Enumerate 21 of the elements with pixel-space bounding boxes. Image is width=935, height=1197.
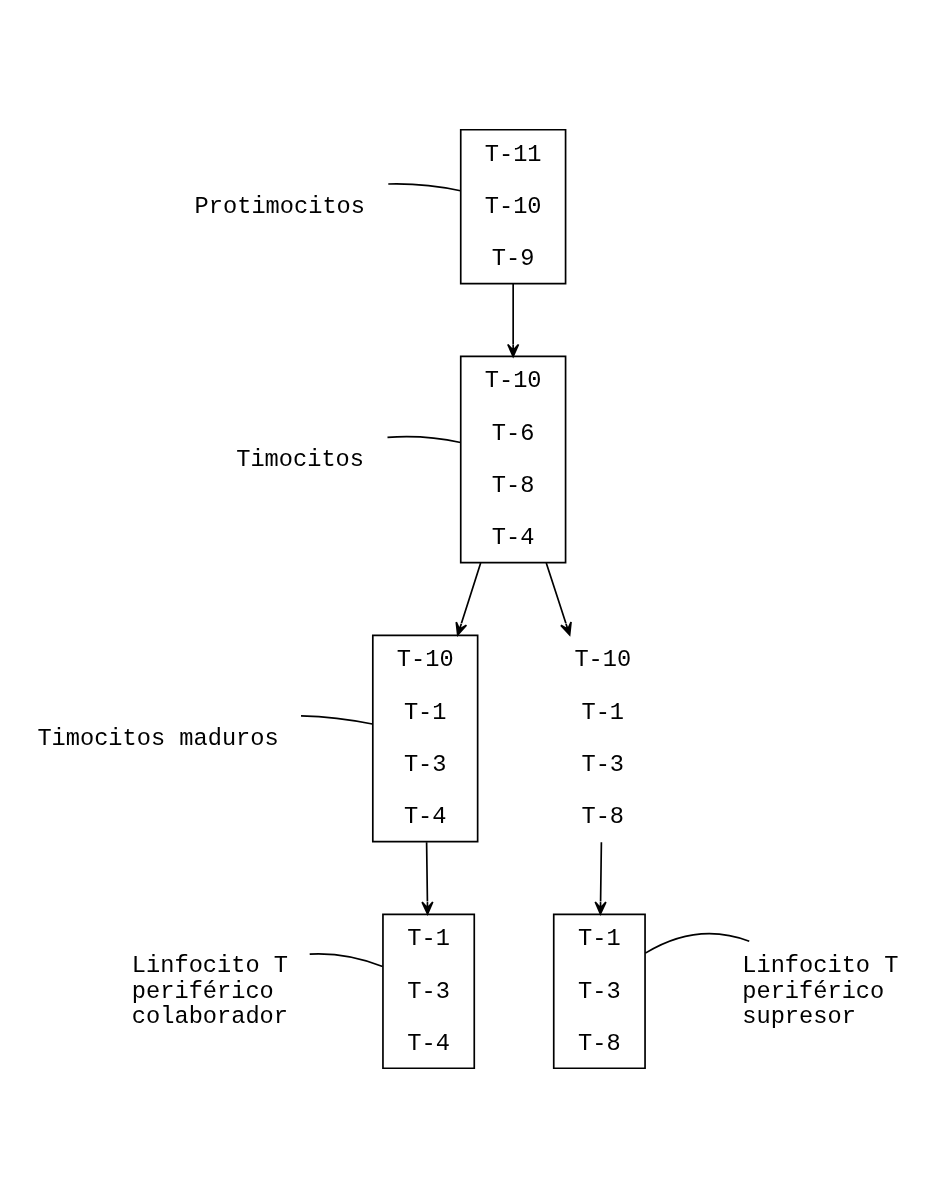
- node-text: Timocitos: [236, 445, 364, 473]
- node-box: T-1 T-3 T-8: [552, 913, 646, 1069]
- node-text: T-10 T-1 T-3 T-8: [574, 645, 632, 830]
- connector: [644, 932, 751, 954]
- arrow: [421, 841, 434, 915]
- node-box: T-10 T-1 T-3 T-4: [371, 634, 479, 842]
- node-text: Protimocitos: [194, 192, 365, 220]
- arrow: [507, 282, 520, 357]
- node-box: T-10 T-6 T-8 T-4: [459, 355, 567, 563]
- connector: [300, 714, 374, 725]
- connector: [308, 952, 384, 967]
- node-box: T-11 T-10 T-9: [459, 128, 567, 284]
- arrow: [455, 561, 482, 636]
- arrow: [594, 841, 607, 915]
- node-box: T-1 T-3 T-4: [382, 913, 476, 1069]
- connector: [387, 182, 462, 192]
- node-text: Timocitos maduros: [37, 724, 279, 752]
- connector: [386, 435, 462, 443]
- arrow: [545, 561, 572, 636]
- node-text: Linfocito T periférico supresor: [742, 951, 899, 1030]
- node-text: Linfocito T periférico colaborador: [131, 951, 289, 1030]
